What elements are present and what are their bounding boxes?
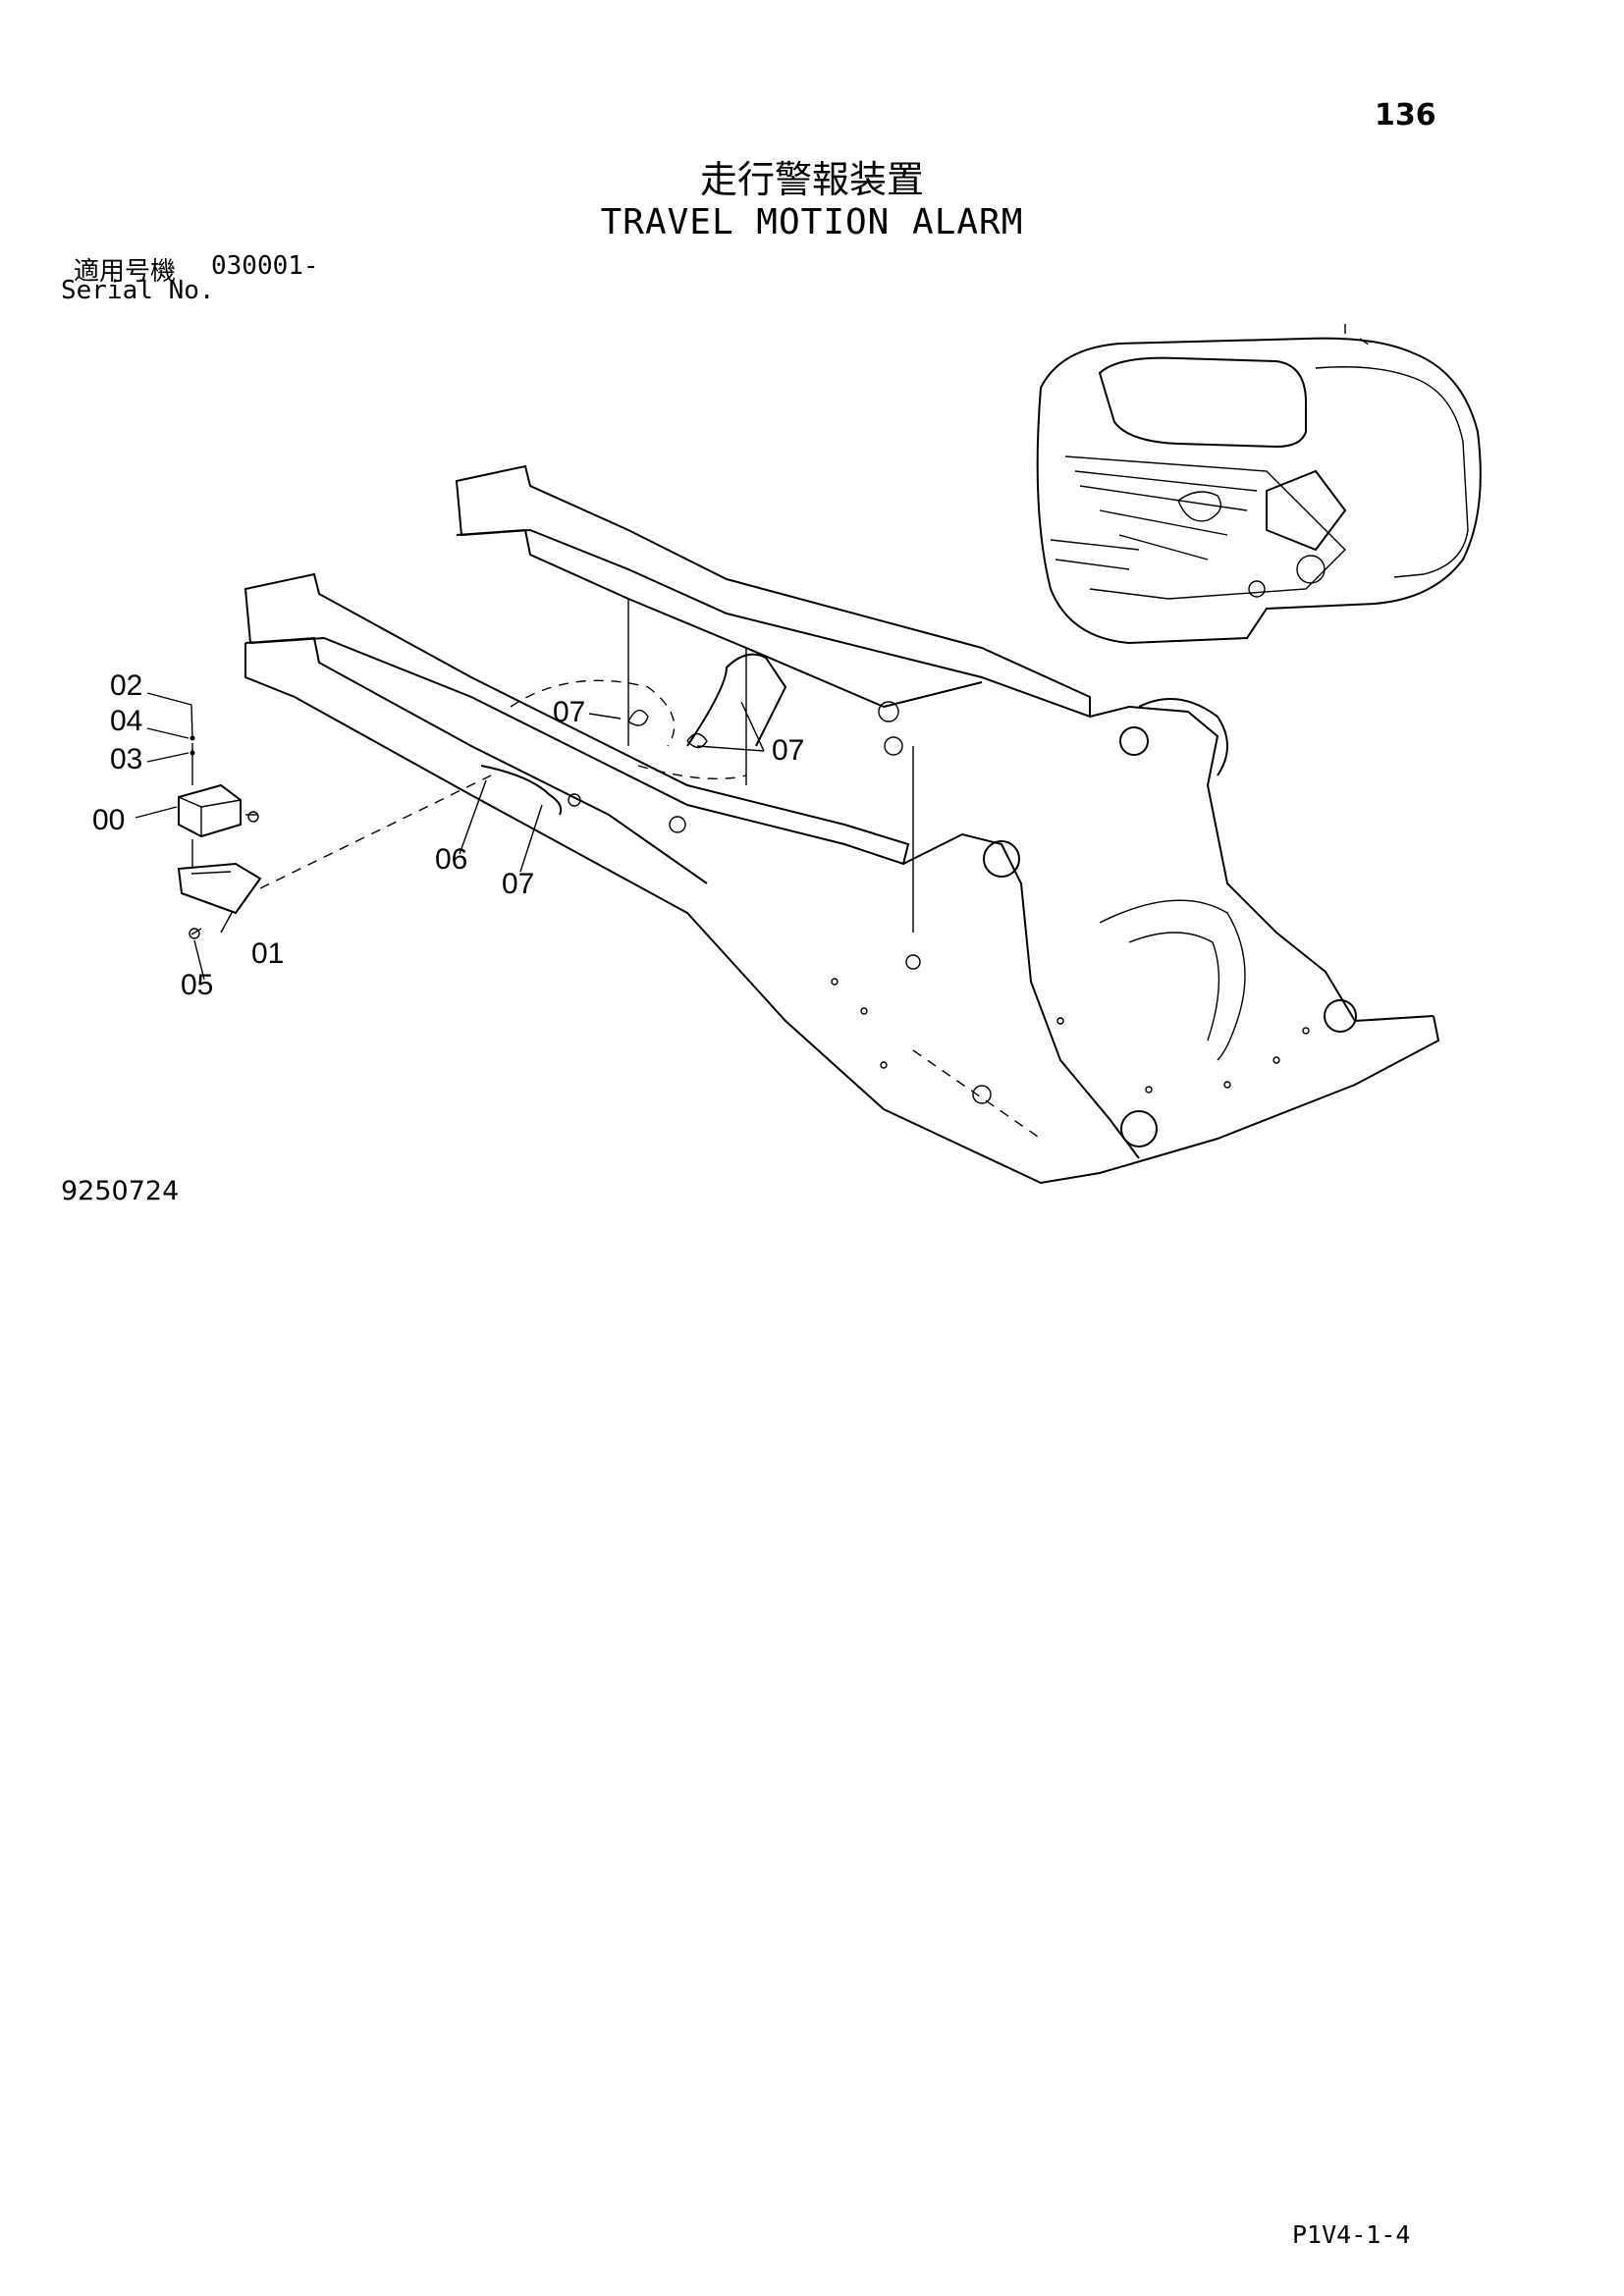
page-code: P1V4-1-4 <box>1292 2220 1411 2249</box>
alarm-assembly-drawing <box>177 704 262 939</box>
callout-label: 07 <box>502 868 534 900</box>
callout-label: 05 <box>181 969 213 1001</box>
excavator-inset-drawing <box>1036 319 1482 645</box>
callout-label: 06 <box>435 843 467 876</box>
callout-leaders <box>135 692 765 981</box>
serial-label-japanese: 適用号機 <box>74 257 177 287</box>
callout-label: 00 <box>92 804 125 836</box>
callout-label: 02 <box>110 669 142 702</box>
page-number: 136 <box>1375 98 1436 133</box>
page-title-japanese: 走行警報装置 <box>699 158 924 201</box>
callout-label: 07 <box>772 734 804 767</box>
serial-number-range: 030001- <box>211 251 319 281</box>
serial-label-english: Serial No. <box>61 276 215 305</box>
callout-label: 04 <box>110 705 142 737</box>
undercarriage-frame-drawing <box>244 464 1440 1185</box>
callout-label: 01 <box>251 937 284 970</box>
callout-label: 03 <box>110 743 142 775</box>
figure-number: 9250724 <box>61 1176 180 1206</box>
page-title-english: TRAVEL MOTION ALARM <box>600 202 1024 242</box>
callout-label: 07 <box>553 696 585 728</box>
